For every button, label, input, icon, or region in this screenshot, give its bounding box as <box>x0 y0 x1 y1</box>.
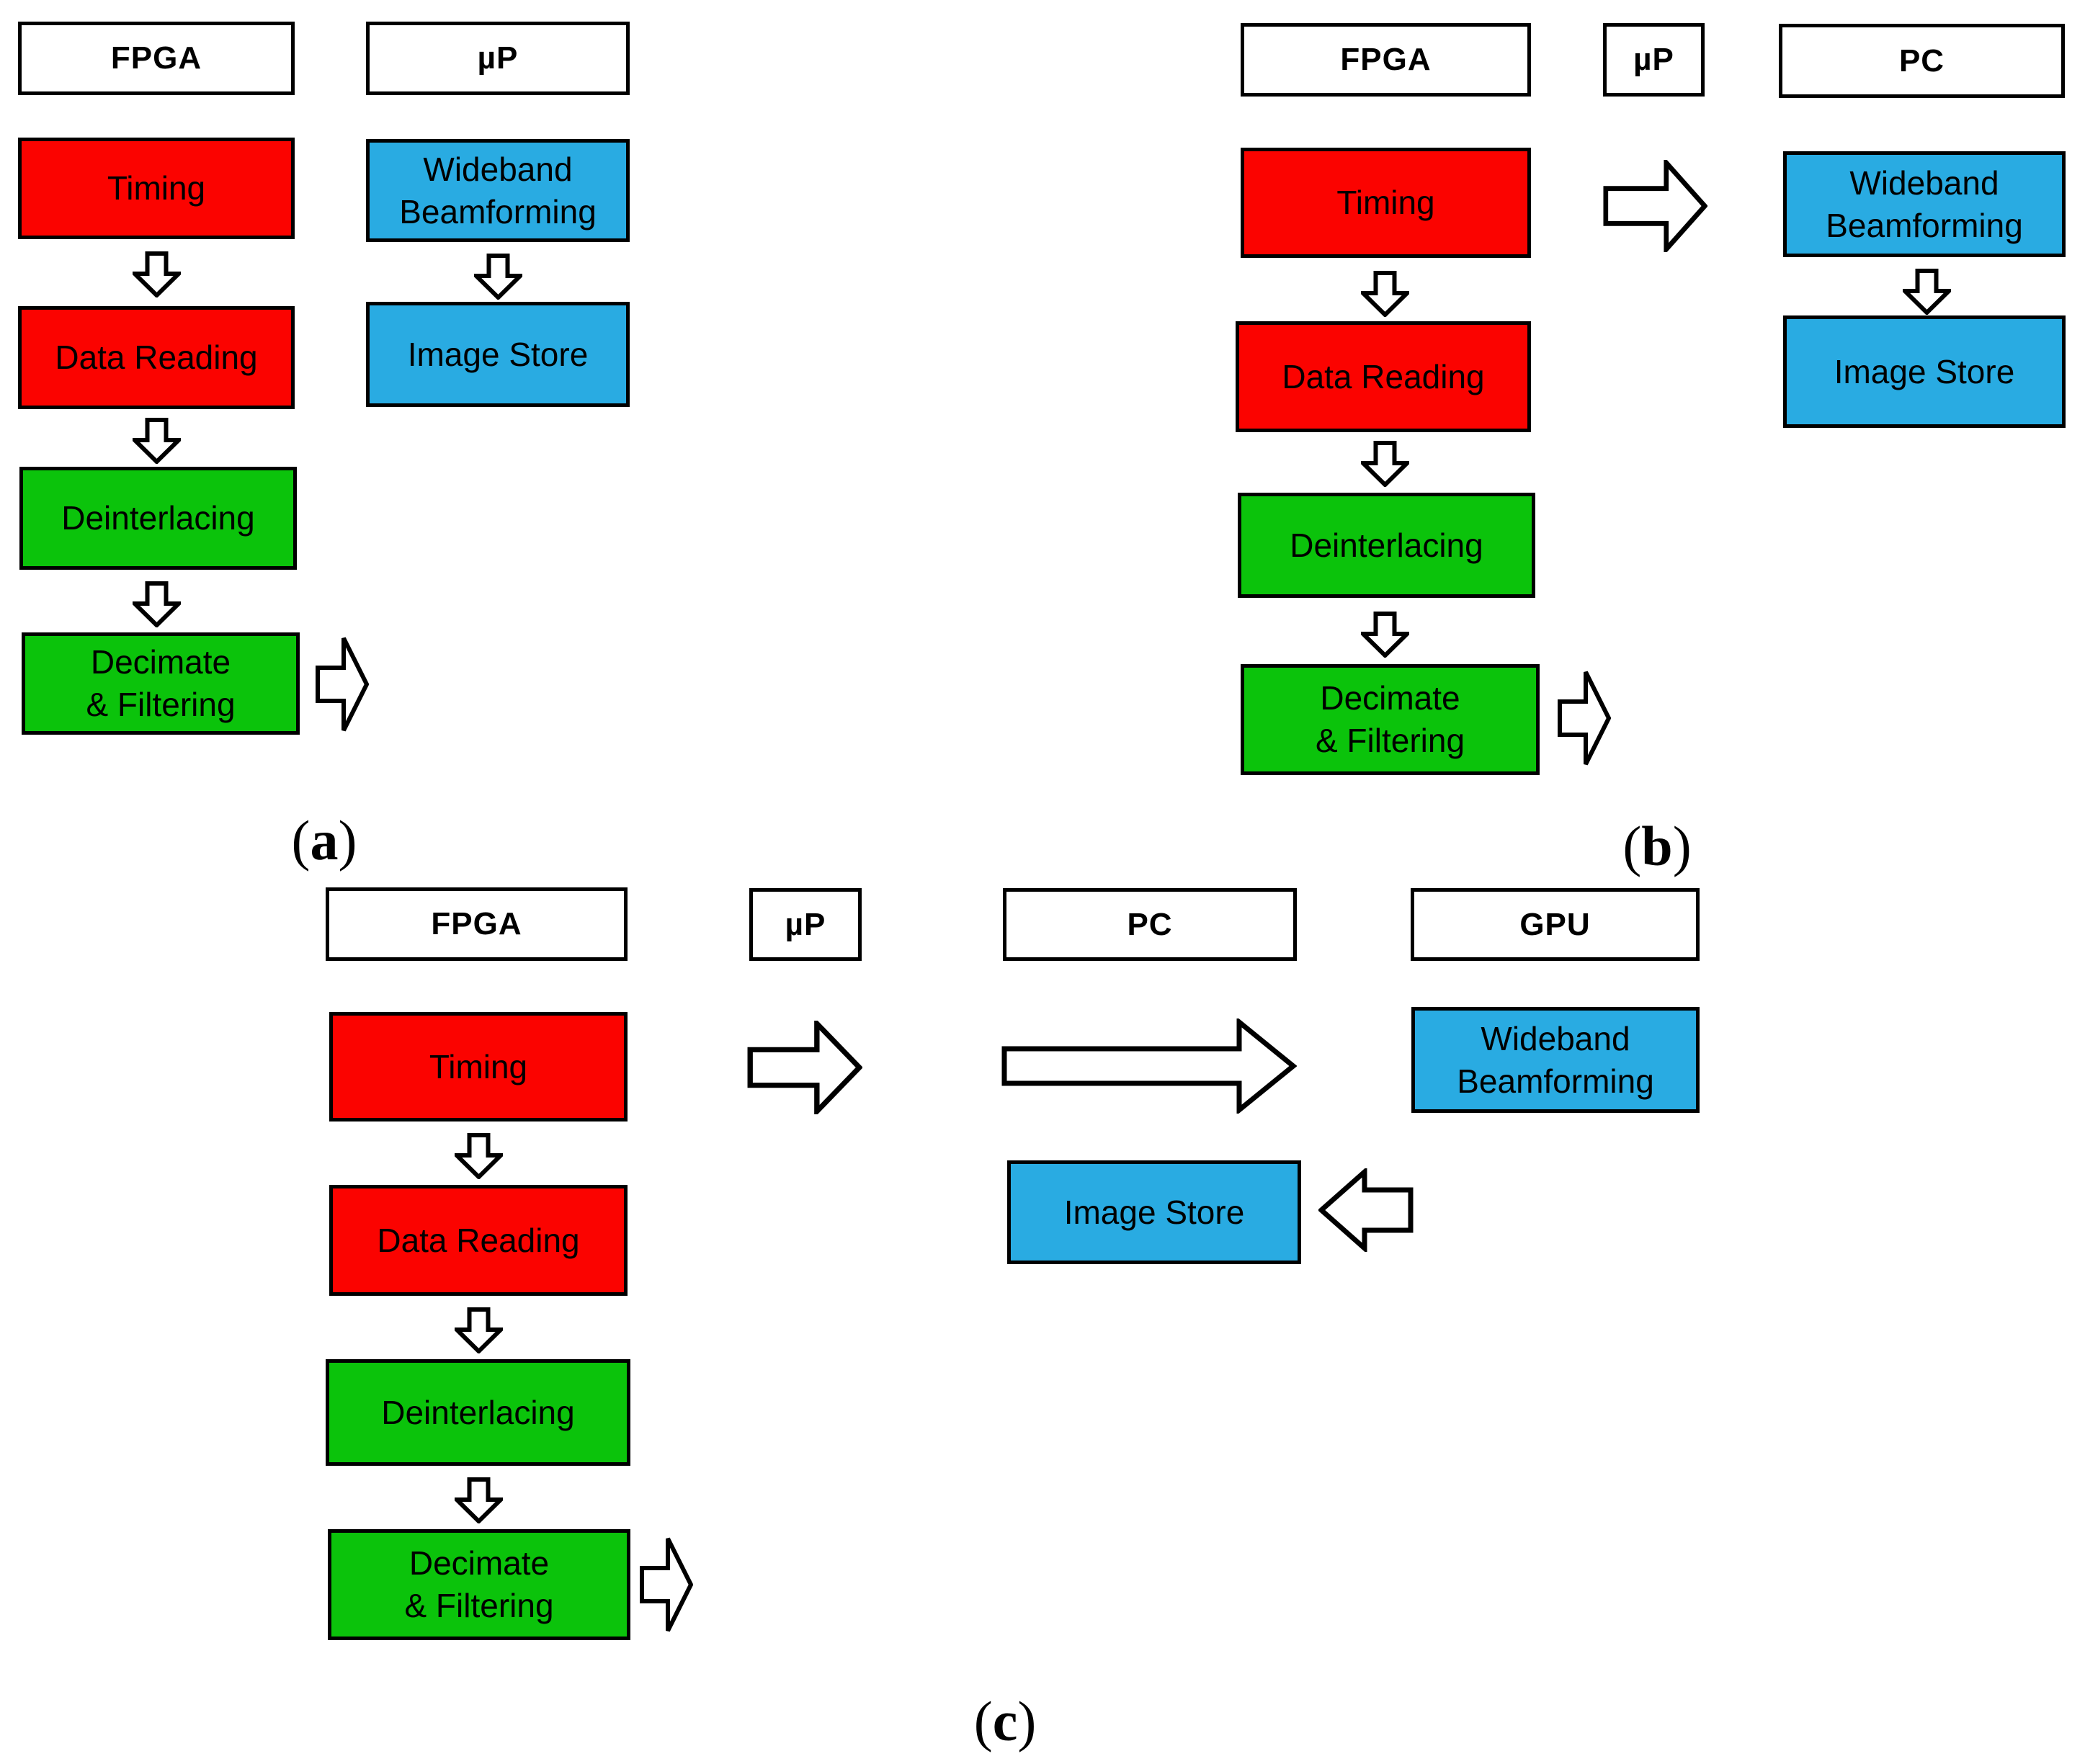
panel-b-header-microprocessor: µP <box>1603 23 1705 97</box>
caption-paren-open: ( <box>291 809 311 872</box>
caption-paren-close: ) <box>338 809 357 872</box>
down-block-arrow-icon <box>133 251 181 297</box>
panel-b-header-fpga: FPGA <box>1241 23 1531 97</box>
panel-b-caption: (b) <box>1622 814 1691 879</box>
panel-a-box-image-store: Image Store <box>366 302 630 407</box>
panel-c-box-timing: Timing <box>329 1012 628 1121</box>
panel-b-box-deinterlacing: Deinterlacing <box>1238 493 1535 598</box>
caption-paren-open: ( <box>973 1690 993 1752</box>
panel-c-box-deinterlacing: Deinterlacing <box>326 1359 630 1466</box>
caption-letter: a <box>310 809 339 872</box>
down-block-arrow-icon <box>1361 612 1409 658</box>
down-block-arrow-icon <box>1361 441 1409 487</box>
down-block-arrow-icon <box>455 1477 503 1523</box>
right-block-arrow-icon <box>640 1537 693 1632</box>
panel-a-header-fpga: FPGA <box>18 22 295 95</box>
long-right-block-arrow-icon <box>1001 1018 1297 1114</box>
caption-letter: b <box>1641 815 1673 877</box>
panel-c-box-image-store: Image Store <box>1007 1160 1301 1264</box>
panel-c-header-fpga: FPGA <box>326 887 628 961</box>
panel-a-caption: (a) <box>292 808 357 873</box>
panel-c-header-pc: PC <box>1003 888 1297 961</box>
down-block-arrow-icon <box>455 1307 503 1353</box>
panel-c-box-data-reading: Data Reading <box>329 1185 628 1296</box>
down-block-arrow-icon <box>133 418 181 464</box>
panel-b-box-wideband-beamforming: Wideband Beamforming <box>1783 151 2066 257</box>
panel-c-caption: (c) <box>974 1689 1037 1754</box>
down-block-arrow-icon <box>1903 269 1951 315</box>
panel-b-header-pc: PC <box>1779 24 2065 98</box>
panel-b-box-decimate-filtering: Decimate & Filtering <box>1241 664 1540 775</box>
panel-b-box-image-store: Image Store <box>1783 315 2066 428</box>
down-block-arrow-icon <box>455 1133 503 1179</box>
left-block-arrow-icon <box>1318 1168 1414 1252</box>
panel-b-box-timing: Timing <box>1241 148 1531 258</box>
large-right-block-arrow-icon <box>1603 160 1707 252</box>
panel-a-box-deinterlacing: Deinterlacing <box>19 467 297 570</box>
down-block-arrow-icon <box>133 581 181 627</box>
panel-c-box-decimate-filtering: Decimate & Filtering <box>328 1529 630 1640</box>
right-block-arrow-icon <box>1558 671 1611 766</box>
down-block-arrow-icon <box>1361 271 1409 317</box>
panel-a-box-data-reading: Data Reading <box>18 306 295 409</box>
panel-b-box-data-reading: Data Reading <box>1236 321 1531 432</box>
panel-a-header-microprocessor: µP <box>366 22 630 95</box>
caption-paren-close: ) <box>1017 1690 1037 1752</box>
panel-c-box-wideband-beamforming: Wideband Beamforming <box>1411 1007 1700 1113</box>
caption-letter: c <box>992 1690 1018 1752</box>
caption-paren-open: ( <box>1622 815 1642 877</box>
panel-c-header-microprocessor: µP <box>749 888 862 961</box>
panel-c-header-gpu: GPU <box>1411 888 1700 961</box>
panel-a-box-wideband-beamforming: Wideband Beamforming <box>366 139 630 242</box>
panel-a-box-timing: Timing <box>18 138 295 239</box>
down-block-arrow-icon <box>474 254 522 300</box>
large-right-block-arrow-icon <box>747 1021 862 1114</box>
right-block-arrow-icon <box>316 637 369 732</box>
caption-paren-close: ) <box>1672 815 1692 877</box>
panel-a-box-decimate-filtering: Decimate & Filtering <box>22 632 300 735</box>
